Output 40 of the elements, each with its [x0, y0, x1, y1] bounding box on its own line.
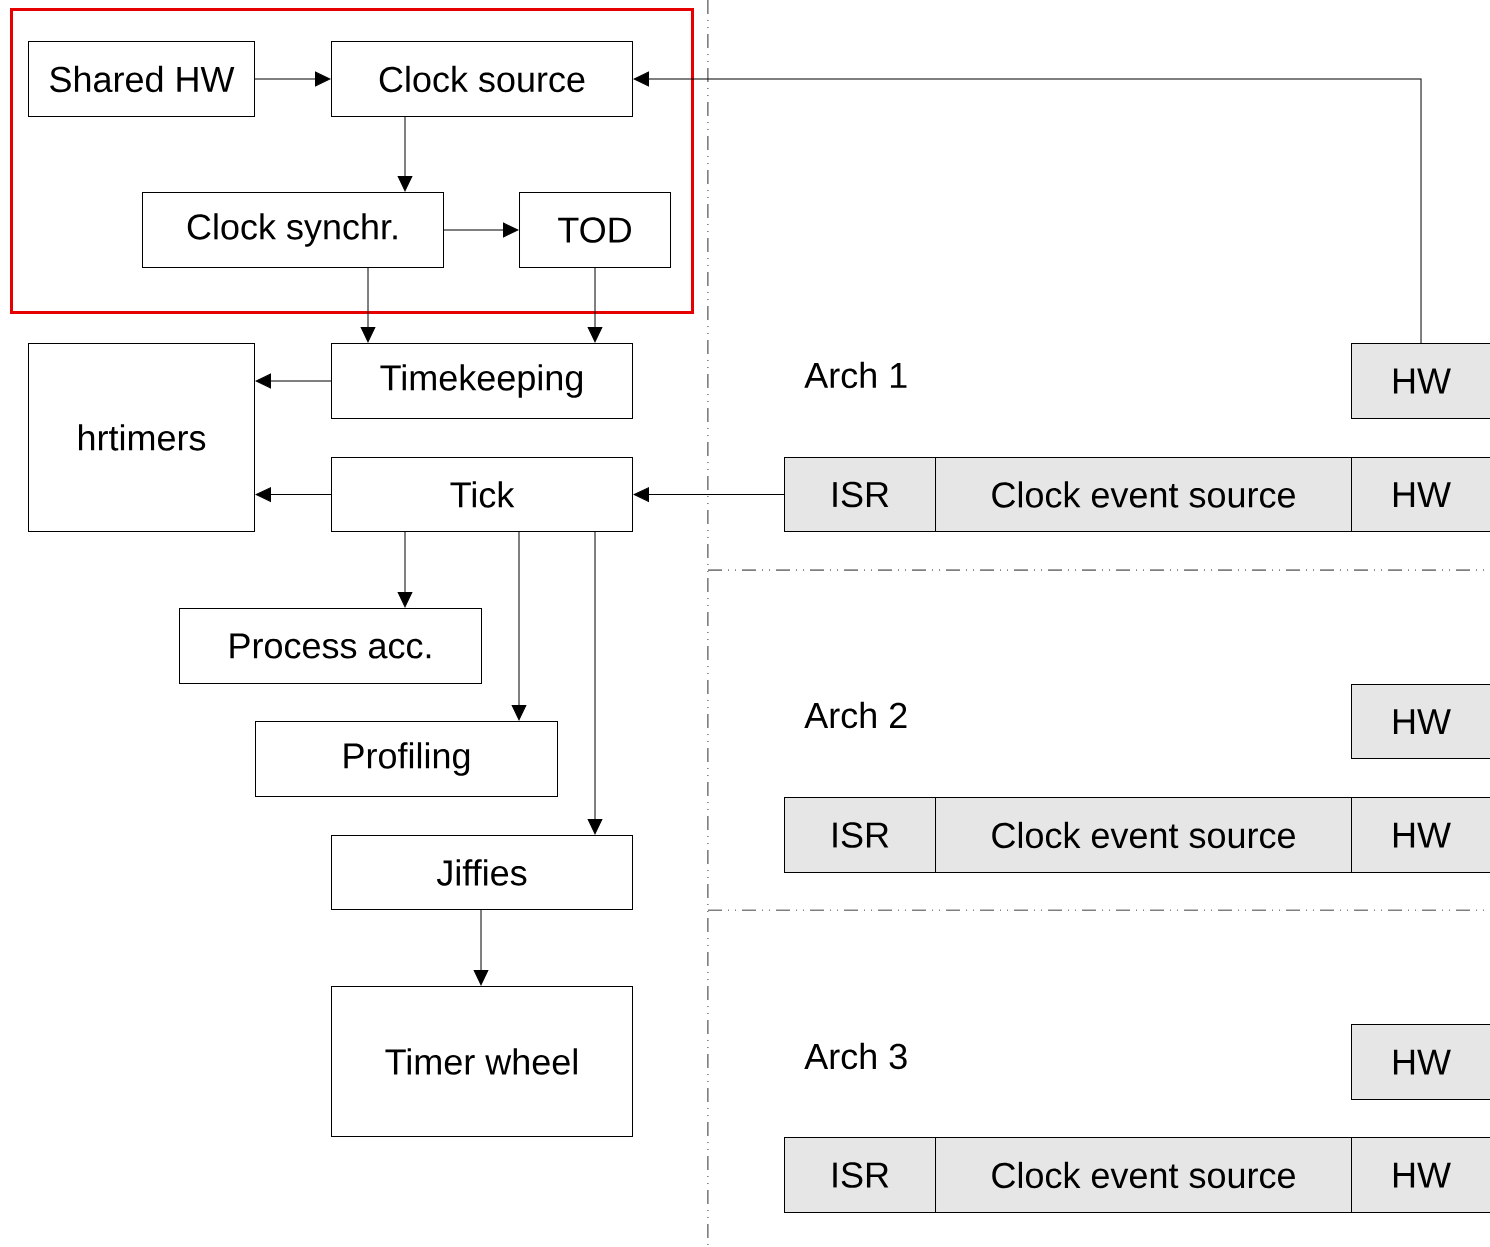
hardware-box: ISR — [784, 1137, 936, 1213]
node-label: HW — [1393, 822, 1451, 848]
hardware-box: HW — [1351, 1137, 1490, 1213]
highlight-frame — [10, 8, 694, 314]
arrow — [397, 116, 413, 192]
process-box: Jiffies — [331, 835, 633, 910]
process-box: TOD — [519, 192, 671, 268]
arrow — [473, 909, 489, 986]
process-box: Timekeeping — [331, 343, 633, 419]
arrow — [633, 71, 1422, 344]
hardware-box: HW — [1351, 797, 1490, 873]
arrow — [255, 487, 332, 502]
hardware-box: HW — [1351, 457, 1490, 532]
hardware-box: ISR — [784, 797, 936, 873]
arrow — [511, 531, 527, 721]
hardware-box: HW — [1351, 343, 1490, 419]
arrow — [443, 222, 519, 238]
arrow — [633, 487, 785, 502]
process-box: Clock synchr. — [142, 192, 444, 268]
hardware-box: HW — [1351, 1024, 1490, 1100]
arrow — [255, 373, 332, 389]
arrow — [587, 267, 603, 343]
process-box: Shared HW — [28, 41, 255, 117]
process-box: hrtimers — [28, 343, 255, 532]
arrow — [360, 267, 376, 343]
arch-label: Arch 3 — [804, 1042, 907, 1070]
hardware-box: HW — [1351, 684, 1490, 759]
arrow — [587, 531, 603, 835]
process-box: Clock source — [331, 41, 633, 117]
node-label: HW — [1393, 1162, 1451, 1188]
process-box: Process acc. — [179, 608, 482, 684]
process-box: Profiling — [255, 721, 558, 797]
arrow — [397, 531, 413, 608]
arch-label: Arch 2 — [804, 701, 907, 729]
process-box: Timer wheel — [331, 986, 633, 1137]
hardware-box: ISR — [784, 457, 936, 532]
arrow — [254, 71, 331, 87]
node-label: HW — [1393, 482, 1451, 507]
process-box: Tick — [331, 457, 633, 532]
arch-label: Arch 1 — [804, 361, 907, 389]
